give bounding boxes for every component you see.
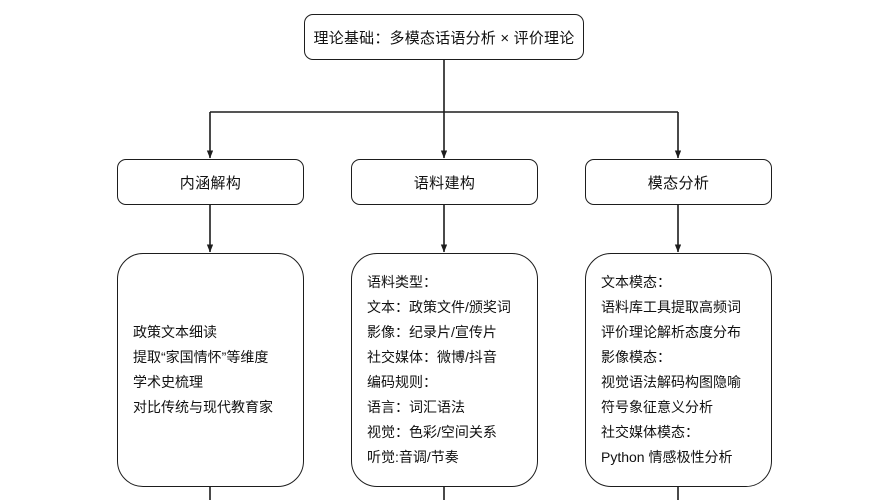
detail-line: 评价理论解析态度分布 <box>601 324 741 340</box>
detail-line: 听觉:音调/节奏 <box>367 449 459 465</box>
detail-line: 影像模态： <box>601 349 671 365</box>
detail-line: Python 情感极性分析 <box>601 449 733 465</box>
node-detail-connotation[interactable]: 政策文本细读 提取“家国情怀”等维度 学术史梳理 对比传统与现代教育家 <box>117 253 304 487</box>
node-detail-corpus[interactable]: 语料类型： 文本：政策文件/颁奖词 影像：纪录片/宣传片 社交媒体：微博/抖音 … <box>351 253 538 487</box>
node-detail-corpus-lines: 语料类型： 文本：政策文件/颁奖词 影像：纪录片/宣传片 社交媒体：微博/抖音 … <box>352 270 537 470</box>
node-detail-connotation-lines: 政策文本细读 提取“家国情怀”等维度 学术史梳理 对比传统与现代教育家 <box>118 320 303 420</box>
detail-line: 学术史梳理 <box>133 374 203 390</box>
detail-line: 提取“家国情怀”等维度 <box>133 349 269 365</box>
detail-line: 社交媒体模态： <box>601 424 699 440</box>
detail-line: 编码规则： <box>367 374 437 390</box>
node-detail-modal-analysis-lines: 文本模态： 语料库工具提取高频词 评价理论解析态度分布 影像模态： 视觉语法解码… <box>586 270 771 470</box>
node-detail-modal-analysis[interactable]: 文本模态： 语料库工具提取高频词 评价理论解析态度分布 影像模态： 视觉语法解码… <box>585 253 772 487</box>
detail-line: 文本：政策文件/颁奖词 <box>367 299 511 315</box>
detail-line: 社交媒体：微博/抖音 <box>367 349 497 365</box>
node-branch-connotation[interactable]: 内涵解构 <box>117 159 304 205</box>
detail-line: 文本模态： <box>601 274 671 290</box>
detail-line: 视觉：色彩/空间关系 <box>367 424 497 440</box>
node-branch-corpus-label: 语料建构 <box>413 174 476 192</box>
detail-line: 语料类型： <box>367 274 437 290</box>
node-branch-connotation-label: 内涵解构 <box>179 174 242 192</box>
detail-line: 影像：纪录片/宣传片 <box>367 324 497 340</box>
node-theory-foundation-label: 理论基础：多模态话语分析 × 评价理论 <box>313 29 575 47</box>
node-theory-foundation[interactable]: 理论基础：多模态话语分析 × 评价理论 <box>304 14 584 60</box>
detail-line: 对比传统与现代教育家 <box>133 399 273 415</box>
node-branch-corpus[interactable]: 语料建构 <box>351 159 538 205</box>
detail-line: 语料库工具提取高频词 <box>601 299 741 315</box>
detail-line: 视觉语法解码构图隐喻 <box>601 374 741 390</box>
detail-line: 语言：词汇语法 <box>367 399 465 415</box>
detail-line: 符号象征意义分析 <box>601 399 713 415</box>
detail-line: 政策文本细读 <box>133 324 217 340</box>
node-branch-modal-analysis[interactable]: 模态分析 <box>585 159 772 205</box>
node-branch-modal-analysis-label: 模态分析 <box>647 174 710 192</box>
